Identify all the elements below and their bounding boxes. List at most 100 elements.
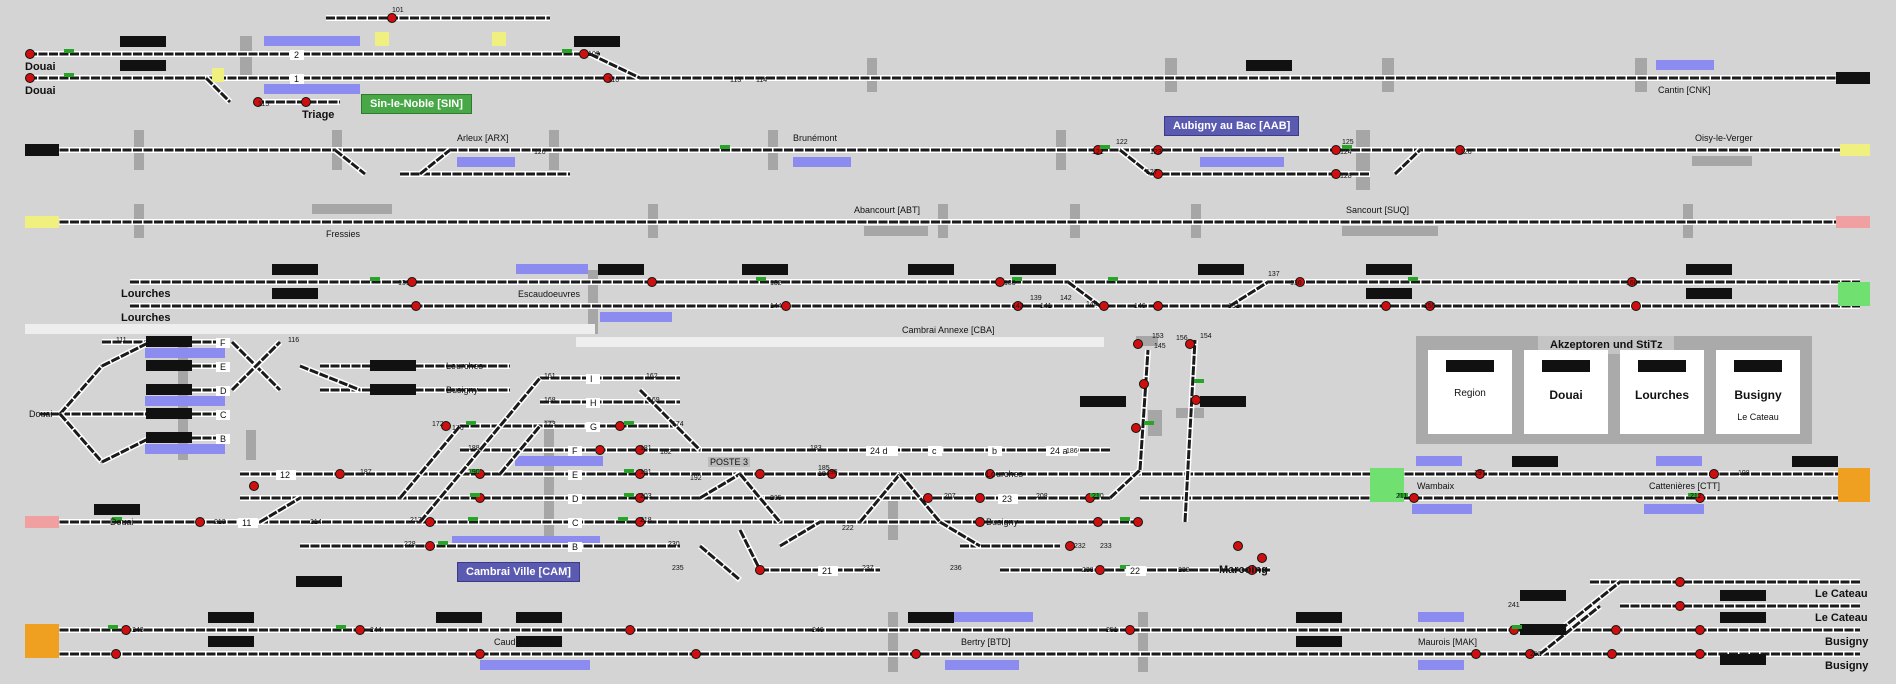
signal-light[interactable] — [1675, 577, 1685, 587]
signal-light[interactable] — [1153, 301, 1163, 311]
track-number-label: 248 — [1526, 627, 1538, 634]
signal-light[interactable] — [1125, 625, 1135, 635]
signal-light[interactable] — [1381, 301, 1391, 311]
station-label-sancourt: Sancourt [SUQ] — [1346, 205, 1410, 215]
signal-light[interactable] — [1013, 301, 1023, 311]
signal-light[interactable] — [691, 649, 701, 659]
acceptor-box-region[interactable]: Region — [1428, 350, 1512, 434]
signal-light[interactable] — [781, 301, 791, 311]
signal-light[interactable] — [1675, 601, 1685, 611]
signal-light[interactable] — [635, 517, 645, 527]
track-number-label: 241 — [1508, 602, 1520, 609]
signal-light[interactable] — [755, 565, 765, 575]
track-number-label: 181 — [640, 445, 652, 452]
signal-light[interactable] — [1191, 395, 1201, 405]
signal-light[interactable] — [425, 517, 435, 527]
signal-light[interactable] — [579, 49, 589, 59]
signal-light[interactable] — [1139, 379, 1149, 389]
signal-light[interactable] — [1627, 277, 1637, 287]
signal-light[interactable] — [475, 649, 485, 659]
signal-indicator-green — [624, 493, 634, 497]
track-end-marker — [25, 516, 59, 528]
signal-light[interactable] — [1607, 649, 1617, 659]
signal-light[interactable] — [253, 97, 263, 107]
signal-light[interactable] — [1709, 469, 1719, 479]
signal-light[interactable] — [1409, 493, 1419, 503]
track-number-label: 113 — [730, 77, 741, 84]
signal-light[interactable] — [25, 49, 35, 59]
signal-light[interactable] — [1425, 301, 1435, 311]
signal-light[interactable] — [755, 469, 765, 479]
signal-light[interactable] — [975, 517, 985, 527]
signal-light[interactable] — [1133, 339, 1143, 349]
signal-light[interactable] — [1295, 277, 1305, 287]
signal-light[interactable] — [1131, 423, 1141, 433]
signal-light[interactable] — [995, 277, 1005, 287]
signal-light[interactable] — [411, 301, 421, 311]
signal-light[interactable] — [121, 625, 131, 635]
signal-light[interactable] — [1455, 145, 1465, 155]
signal-light[interactable] — [1093, 517, 1103, 527]
signal-light[interactable] — [635, 493, 645, 503]
track-number-label: 169 — [648, 397, 660, 404]
signal-light[interactable] — [301, 97, 311, 107]
signal-light[interactable] — [827, 469, 837, 479]
signal-light[interactable] — [355, 625, 365, 635]
axle-counter-display — [1366, 288, 1412, 299]
signal-light[interactable] — [1185, 339, 1195, 349]
signal-light[interactable] — [1331, 169, 1341, 179]
signal-light[interactable] — [911, 649, 921, 659]
signal-light[interactable] — [249, 481, 259, 491]
signal-light[interactable] — [985, 469, 995, 479]
signal-light[interactable] — [425, 541, 435, 551]
station-badge-sin-le-noble[interactable]: Sin-le-Noble [SIN] — [361, 94, 472, 114]
signal-light[interactable] — [1695, 625, 1705, 635]
track-number-label: 233 — [1100, 543, 1112, 550]
signal-light[interactable] — [1065, 541, 1075, 551]
signal-light[interactable] — [441, 421, 451, 431]
signal-light[interactable] — [25, 73, 35, 83]
siding-strip — [25, 324, 595, 334]
track-number-label: 140 — [1086, 301, 1098, 308]
signal-light[interactable] — [1475, 469, 1485, 479]
track-end-marker — [375, 32, 389, 46]
signal-light[interactable] — [1247, 565, 1257, 575]
signal-light[interactable] — [1695, 649, 1705, 659]
acceptor-box-douai[interactable]: Douai — [1524, 350, 1608, 434]
signal-light[interactable] — [1095, 565, 1105, 575]
signal-light[interactable] — [1133, 517, 1143, 527]
acceptor-box-busigny[interactable]: Busigny Le Cateau — [1716, 350, 1800, 434]
signal-light[interactable] — [195, 517, 205, 527]
signal-light[interactable] — [335, 469, 345, 479]
signal-light[interactable] — [975, 493, 985, 503]
signal-light[interactable] — [1153, 169, 1163, 179]
signal-light[interactable] — [111, 649, 121, 659]
signal-light[interactable] — [1331, 145, 1341, 155]
signal-light[interactable] — [1611, 625, 1621, 635]
acceptor-box-lourches[interactable]: Lourches — [1620, 350, 1704, 434]
station-badge-aubigny[interactable]: Aubigny au Bac [AAB] — [1164, 116, 1300, 136]
signal-light[interactable] — [625, 625, 635, 635]
axle-counter-display — [574, 36, 620, 47]
signal-light[interactable] — [635, 445, 645, 455]
signal-light[interactable] — [1525, 649, 1535, 659]
signal-light[interactable] — [1233, 541, 1243, 551]
acceptor-counter — [1734, 360, 1782, 372]
signal-light[interactable] — [1471, 649, 1481, 659]
signal-light[interactable] — [1631, 301, 1641, 311]
signal-light[interactable] — [615, 421, 625, 431]
signal-light[interactable] — [603, 73, 613, 83]
signal-light[interactable] — [407, 277, 417, 287]
platform — [1412, 504, 1472, 514]
signal-light[interactable] — [1099, 301, 1109, 311]
signal-light[interactable] — [647, 277, 657, 287]
signal-indicator-green — [562, 49, 572, 53]
signal-light[interactable] — [1257, 553, 1267, 563]
signal-light[interactable] — [387, 13, 397, 23]
signal-light[interactable] — [1153, 145, 1163, 155]
signal-light[interactable] — [595, 445, 605, 455]
station-badge-cambrai-ville[interactable]: Cambrai Ville [CAM] — [457, 562, 580, 582]
signal-light[interactable] — [635, 469, 645, 479]
signal-light[interactable] — [923, 493, 933, 503]
platform — [516, 264, 588, 274]
